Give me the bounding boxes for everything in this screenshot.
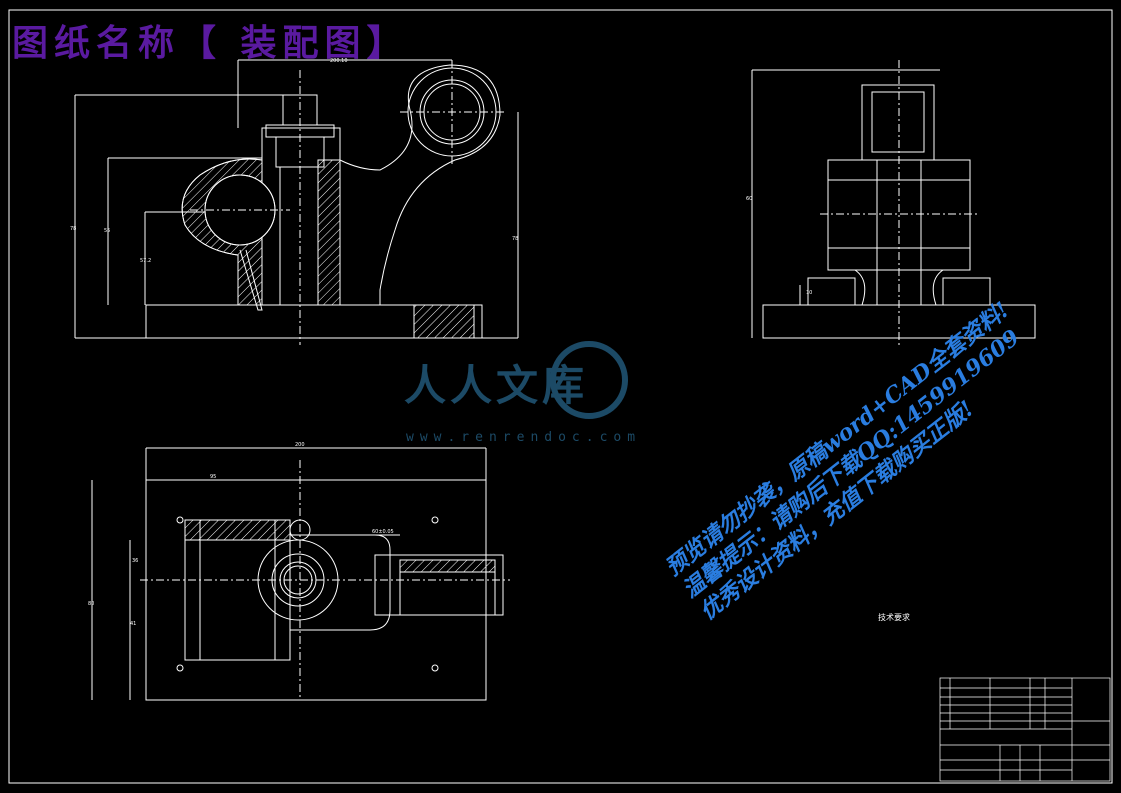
watermark-url: www.renrendoc.com bbox=[406, 430, 642, 445]
dim-top-h3: 41 bbox=[130, 621, 136, 627]
dim-side-height: 60 bbox=[746, 196, 752, 202]
dim-front-right: 78 bbox=[512, 236, 518, 242]
watermark-logo bbox=[550, 341, 628, 419]
dim-top-inner: 95 bbox=[210, 474, 216, 480]
sheet-border bbox=[8, 9, 1113, 784]
top-view bbox=[91, 447, 510, 701]
dim-top-mid: 60±0.05 bbox=[372, 529, 394, 535]
front-view bbox=[74, 59, 519, 345]
dim-top-h1: 36 bbox=[132, 558, 138, 564]
dim-front-top: 200.10 bbox=[330, 58, 348, 64]
dim-top-h2: 80 bbox=[88, 601, 94, 607]
dim-front-left-mid: 55 bbox=[104, 228, 110, 234]
side-view bbox=[751, 60, 1036, 345]
dim-front-left-outer: 78 bbox=[70, 226, 76, 232]
sheet-title: 图纸名称【 装配图】 bbox=[12, 22, 409, 64]
dim-side-small: 10 bbox=[806, 290, 812, 296]
dim-front-left-inner: 57.2 bbox=[140, 258, 151, 264]
tech-requirements-title: 技术要求 bbox=[878, 613, 910, 622]
title-block bbox=[939, 677, 1111, 782]
dim-top-width: 200 bbox=[295, 442, 305, 448]
watermark-brand: 人人文库 bbox=[404, 361, 589, 410]
